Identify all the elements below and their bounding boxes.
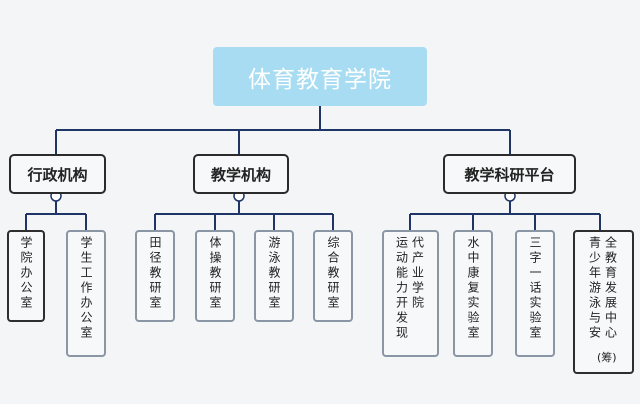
branch-research: 教学科研平台 [443, 154, 576, 194]
unit-comprehensive-label: 综合教研室 [326, 236, 340, 311]
branch-teaching: 教学机构 [193, 154, 289, 194]
unit-gymnastics-label: 体操教研室 [208, 236, 222, 311]
unit-industry-college: 运动能力开发现 代产业学院 [382, 230, 439, 357]
unit-youth-swim-safety-center-col-2: 全教育发展中心 [603, 236, 618, 341]
unit-writing-speech-lab-label: 三字一话实验室 [528, 236, 542, 341]
branch-admin: 行政机构 [9, 154, 106, 194]
unit-comprehensive: 综合教研室 [313, 230, 353, 322]
unit-aquatic-rehab-lab: 水中康复实验室 [453, 230, 493, 357]
unit-industry-college-col-1: 运动能力开发现 [394, 236, 409, 341]
unit-gymnastics: 体操教研室 [195, 230, 235, 322]
unit-college-office: 学院办公室 [7, 230, 45, 322]
unit-youth-swim-safety-center: 青少年游泳与安 全教育发展中心 (筹) [573, 230, 634, 374]
unit-student-affairs-office: 学生工作办公室 [66, 230, 106, 357]
unit-aquatic-rehab-lab-label: 水中康复实验室 [466, 236, 480, 341]
unit-swimming-label: 游泳教研室 [267, 236, 281, 311]
unit-track-field: 田径教研室 [135, 230, 175, 322]
branch-admin-label: 行政机构 [27, 165, 88, 184]
unit-writing-speech-lab: 三字一话实验室 [515, 230, 555, 357]
unit-youth-swim-safety-center-col-3: (筹) [597, 351, 617, 364]
root-node: 体育教育学院 [213, 47, 427, 106]
unit-college-office-label: 学院办公室 [19, 236, 33, 311]
unit-industry-college-col-2: 代产业学院 [410, 236, 425, 311]
unit-swimming: 游泳教研室 [254, 230, 294, 322]
root-title: 体育教育学院 [248, 66, 392, 93]
branch-research-label: 教学科研平台 [464, 165, 555, 184]
unit-student-affairs-office-label: 学生工作办公室 [79, 236, 93, 341]
unit-track-field-label: 田径教研室 [148, 236, 162, 311]
branch-teaching-label: 教学机构 [210, 165, 271, 184]
unit-youth-swim-safety-center-col-1: 青少年游泳与安 [587, 236, 602, 341]
